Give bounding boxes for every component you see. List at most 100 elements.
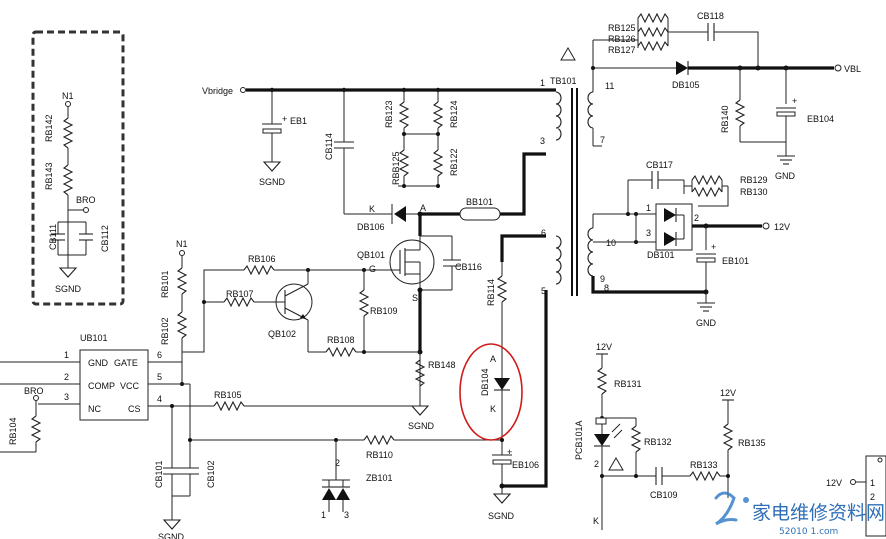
net-label-sgnd-box: SGND [55,284,82,294]
label-cb102: CB102 [206,460,216,488]
ub101-pin-nc: NC [88,404,101,414]
ub101-pin4: 4 [157,394,162,404]
label-rb106: RB106 [248,254,276,264]
vbl-terminal [834,64,842,72]
label-cb118: CB118 [697,11,724,21]
label-rb102: RB102 [160,317,170,345]
transformer-secondary-winding-1 [587,91,594,129]
ub101-pin6: 6 [157,350,162,360]
net-label-vbl: VBL [844,64,861,74]
watermark-logo [714,491,749,526]
db104-a: A [490,354,496,364]
db106-k: K [369,204,375,214]
ub101-pin5: 5 [157,372,162,382]
label-cb116: CB116 [455,262,482,272]
label-eb104: EB104 [807,114,834,124]
label-rb101: RB101 [160,270,170,298]
bro-terminal-main [33,395,39,401]
label-rb129: RB129 [740,175,768,185]
eb1-plus: + [282,114,287,124]
label-zb101: ZB101 [366,473,393,483]
diode-db104 [494,378,510,390]
connector-terminal [850,479,856,485]
resistor-rb102 [176,311,188,339]
resistor-rb105 [213,400,245,412]
ub101-pin-vcc: VCC [120,381,140,391]
net-label-n1: N1 [176,239,188,249]
resistor-rb110 [363,434,395,446]
zener-zb101-a [322,488,336,500]
transformer-aux-winding [555,235,562,285]
tb101-pin3: 3 [540,136,545,146]
label-rb148: RB148 [428,360,456,370]
transformer-primary-winding [555,91,562,141]
resistor-rb124 [432,101,444,129]
resistor-rb143 [62,164,74,196]
bro-terminal [83,207,89,213]
tb101-pin7: 7 [600,135,605,145]
label-rb142: RB142 [44,114,54,142]
label-db106: DB106 [357,222,385,232]
label-cb111: CB111 [48,224,58,250]
sgnd-symbol-rb148 [410,405,430,416]
warning-triangle-icon-tb101 [560,47,576,61]
label-rb104: RB104 [8,417,18,445]
resistor-rb133 [689,470,721,482]
net-label-12v: 12V [774,222,790,232]
resistor-rb101 [176,267,188,295]
db101-pin2: 2 [694,213,699,223]
net-label-bro-box: BRO [76,195,96,205]
resistor-rb135 [722,423,734,451]
qb101-g: G [369,264,376,274]
label-rb108: RB108 [327,335,355,345]
resistor-rb140 [734,99,746,127]
label-rb124: RB124 [449,100,459,128]
net-label-sgnd-eb106: SGND [488,511,515,521]
resistor-rb132 [630,425,642,453]
label-rb110: RB110 [366,450,393,460]
label-eb1: EB1 [290,116,307,126]
ub101-pin2: 2 [64,372,69,382]
resistor-rb142 [62,117,74,149]
label-rb131: RB131 [614,379,642,389]
zb101-pin2: 2 [335,458,340,468]
label-qb101: QB101 [357,250,385,260]
label-rb135: RB135 [738,438,766,448]
label-tb101: TB101 [550,76,577,86]
sgnd-symbol-cb101 [162,519,182,530]
resistor-rb125 [637,12,669,24]
tb101-pin9: 9 [600,274,605,284]
label-eb101: EB101 [722,256,749,266]
n1-terminal [65,101,71,107]
label-ub101: UB101 [80,333,108,343]
label-rbb125: RBB125 [391,151,401,185]
label-cb112: CB112 [100,225,110,252]
resistor-rb104 [30,415,42,443]
label-rb114: RB114 [486,279,496,306]
label-rb122: RB122 [449,148,459,176]
label-rb140: RB140 [720,105,730,133]
sgnd-symbol-box [58,267,78,278]
v12-terminal [762,222,770,230]
label-rb132: RB132 [644,437,672,447]
watermark-title: 家电维修资料网 [752,502,885,524]
tb101-pin6: 6 [541,228,546,238]
label-eb106: EB106 [512,460,539,470]
label-rb105: RB105 [214,390,242,400]
vbridge-terminal [240,87,246,93]
db101-pin3: 3 [646,228,651,238]
net-label-12v-rb135: 12V [720,388,736,398]
ub101-pin3: 3 [64,392,69,402]
label-rb127: RB127 [608,45,636,55]
zener-zb101-b [336,488,350,500]
net-label-sgnd-eb1: SGND [259,177,286,187]
resistor-rb114 [496,275,508,303]
label-rb107: RB107 [226,289,254,299]
bro-divider-box [31,30,125,306]
label-cb109: CB109 [650,490,678,500]
resistor-rb108 [325,346,357,358]
label-rb123: RB123 [384,100,394,128]
net-label-12v-rb131: 12V [596,342,612,352]
net-label-gnd-eb101: GND [696,318,717,328]
